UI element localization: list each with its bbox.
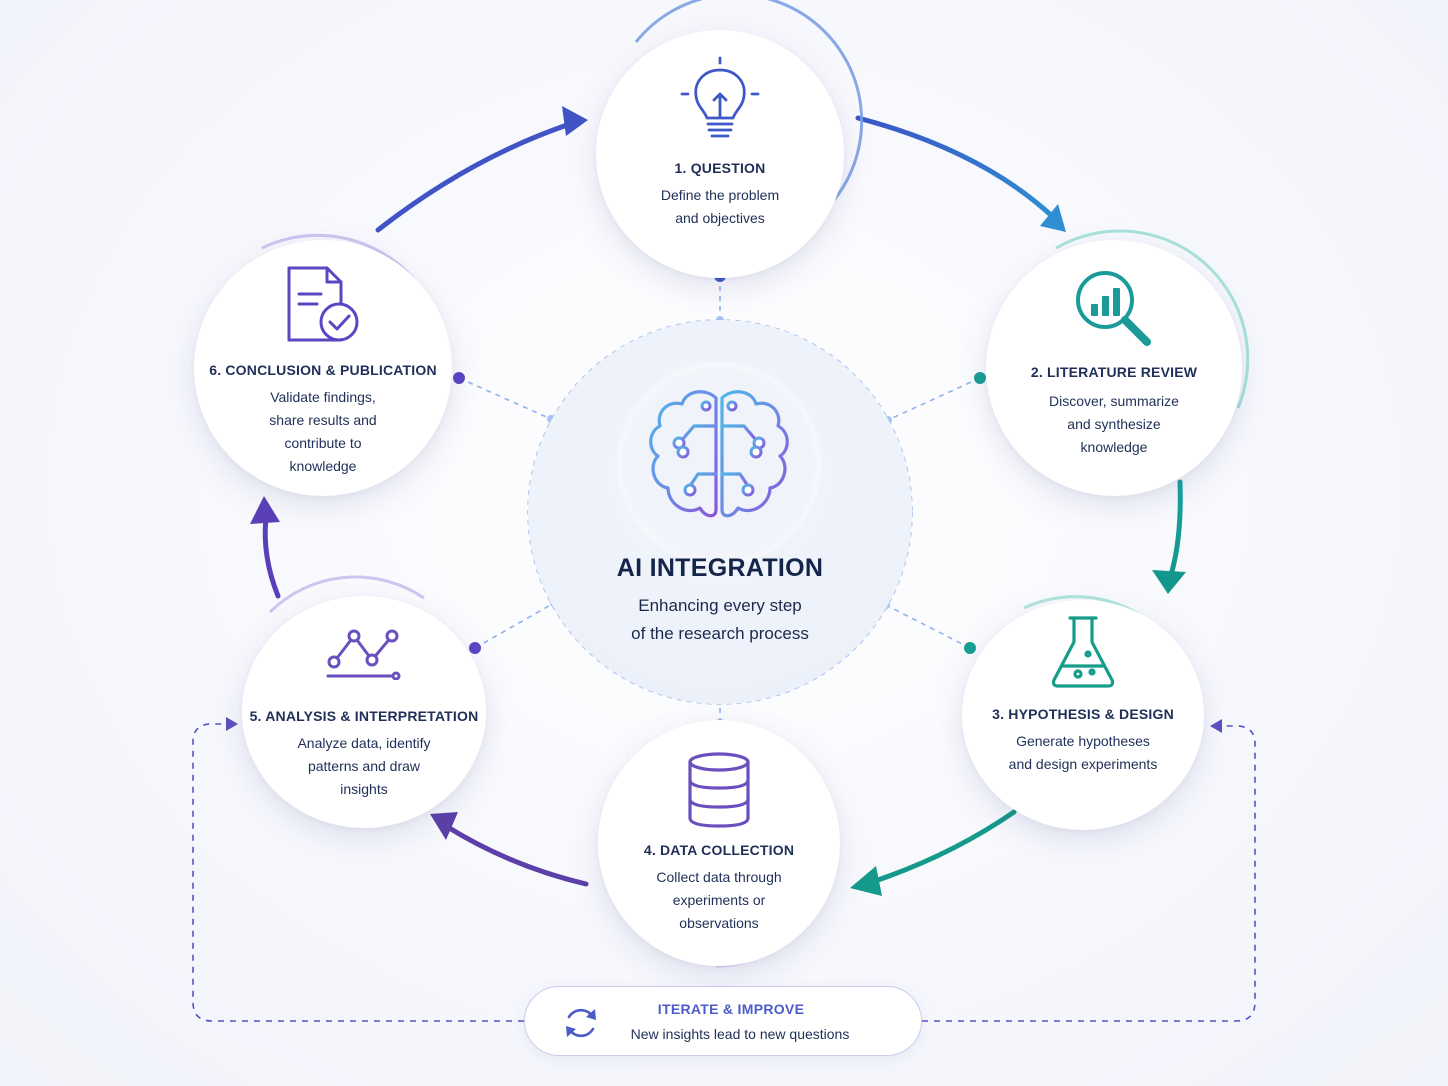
step-analysis-interpretation[interactable]: 5. ANALYSIS & INTERPRETATION Analyze dat… bbox=[242, 596, 486, 828]
feedback-arrow-right bbox=[1210, 719, 1222, 733]
step-hypothesis-design[interactable]: 3. HYPOTHESIS & DESIGN Generate hypothes… bbox=[962, 600, 1204, 830]
desc-line: Analyze data, identify bbox=[297, 735, 431, 751]
desc-line: Collect data through bbox=[656, 869, 782, 885]
step-title: 1. QUESTION bbox=[674, 160, 766, 176]
desc-line: insights bbox=[340, 781, 388, 797]
step-description: Analyze data, identify patterns and draw… bbox=[264, 732, 464, 801]
desc-line: knowledge bbox=[289, 458, 357, 474]
step-title: 2. LITERATURE REVIEW bbox=[1030, 364, 1198, 380]
step-description: Collect data through experiments or obse… bbox=[619, 866, 819, 935]
iterate-improve-box[interactable]: ITERATE & IMPROVE New insights lead to n… bbox=[524, 986, 922, 1056]
desc-line: share results and bbox=[269, 412, 377, 428]
step-question[interactable]: 1. QUESTION Define the problem and objec… bbox=[596, 30, 844, 278]
step-title: 4. DATA COLLECTION bbox=[643, 842, 795, 858]
center-title: AI INTEGRATION bbox=[616, 554, 824, 582]
feedback-loop bbox=[192, 723, 1256, 1022]
lightbulb-icon bbox=[680, 56, 760, 138]
step-description: Validate findings, share results and con… bbox=[223, 386, 423, 478]
desc-line: observations bbox=[679, 915, 759, 931]
refresh-cycle-icon bbox=[566, 1008, 596, 1038]
desc-line: patterns and draw bbox=[307, 758, 421, 774]
desc-line: and synthesize bbox=[1067, 416, 1161, 432]
step-title: 5. ANALYSIS & INTERPRETATION bbox=[249, 708, 479, 724]
desc-line: Validate findings, bbox=[270, 389, 376, 405]
desc-line: knowledge bbox=[1080, 439, 1148, 455]
center-subtitle-line1: Enhancing every step bbox=[638, 596, 802, 615]
step-description: Define the problem and objectives bbox=[620, 184, 820, 230]
step-description: Generate hypotheses and design experimen… bbox=[978, 730, 1188, 776]
desc-line: Generate hypotheses bbox=[1016, 733, 1150, 749]
flask-icon bbox=[1051, 616, 1115, 688]
desc-line: experiments or bbox=[672, 892, 766, 908]
desc-line: Define the problem bbox=[660, 187, 780, 203]
magnifier-chart-icon bbox=[1076, 271, 1151, 346]
line-chart-icon bbox=[326, 629, 401, 680]
step-description: Discover, summarize and synthesize knowl… bbox=[1014, 390, 1214, 459]
center-subtitle-line2: of the research process bbox=[631, 624, 809, 643]
desc-line: and objectives bbox=[675, 210, 765, 226]
database-icon bbox=[688, 752, 750, 828]
desc-line: and design experiments bbox=[1008, 756, 1158, 772]
center-subtitle: Enhancing every step of the research pro… bbox=[540, 592, 900, 648]
desc-line: Discover, summarize bbox=[1049, 393, 1179, 409]
iterate-title: ITERATE & IMPROVE bbox=[657, 1001, 805, 1017]
step-data-collection[interactable]: 4. DATA COLLECTION Collect data through … bbox=[598, 720, 840, 966]
desc-line: contribute to bbox=[284, 435, 362, 451]
iterate-subtitle: New insights lead to new questions bbox=[630, 1026, 850, 1042]
document-check-icon bbox=[287, 266, 359, 342]
brain-circuit-icon bbox=[649, 390, 789, 518]
step-literature-review[interactable]: 2. LITERATURE REVIEW Discover, summarize… bbox=[986, 240, 1242, 496]
step-title: 6. CONCLUSION & PUBLICATION bbox=[209, 362, 437, 378]
step-conclusion-publication[interactable]: 6. CONCLUSION & PUBLICATION Validate fin… bbox=[194, 240, 452, 496]
feedback-arrow-left bbox=[226, 717, 238, 731]
cycle-arrows bbox=[262, 115, 1183, 887]
arrowheads bbox=[250, 106, 1186, 896]
step-title: 3. HYPOTHESIS & DESIGN bbox=[992, 706, 1174, 722]
